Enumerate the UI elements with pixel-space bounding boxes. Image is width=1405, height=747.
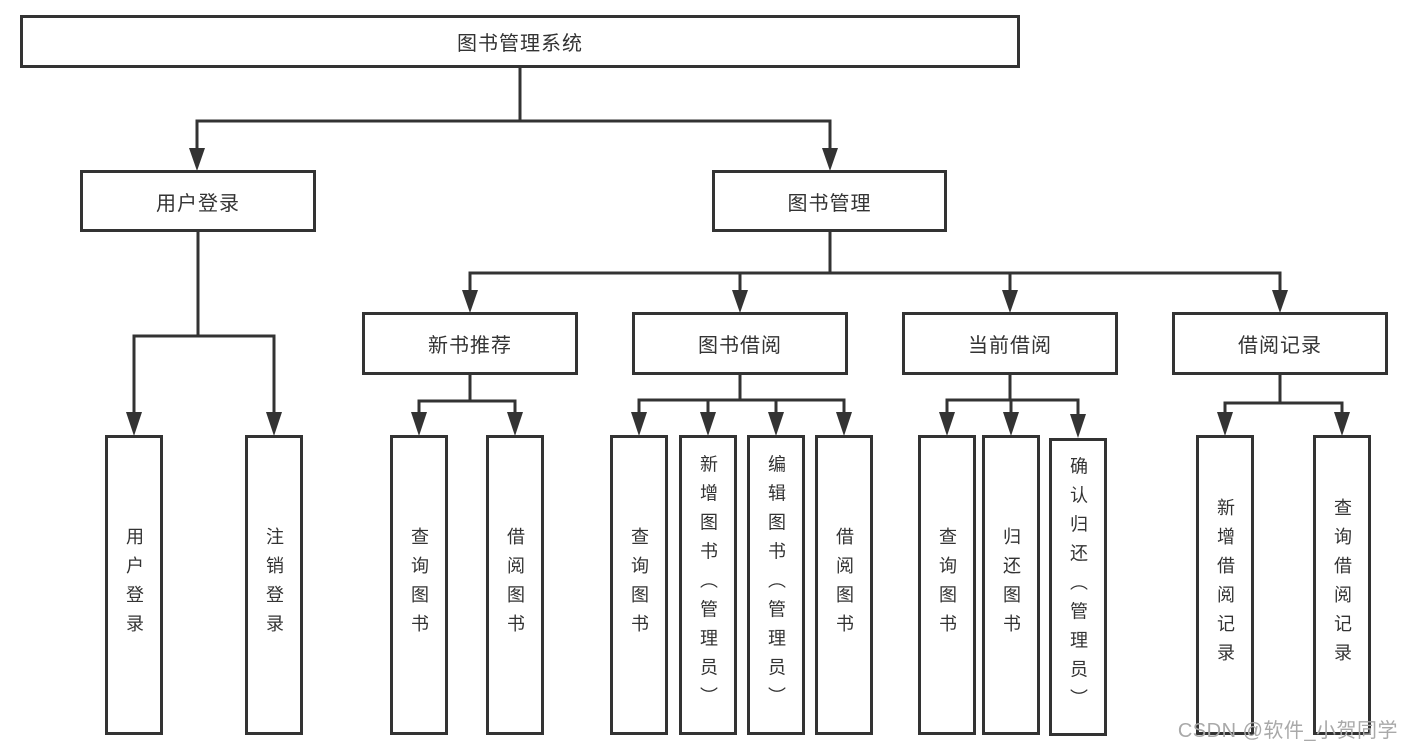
leaf-add-borrow-record: 新增借阅记录 <box>1196 435 1254 735</box>
node-new-book-recommend: 新书推荐 <box>362 312 578 375</box>
leaf-query-borrow-record-label: 查询借阅记录 <box>1332 498 1352 672</box>
node-book-borrowing-label: 图书借阅 <box>698 335 782 357</box>
node-borrowing-records-label: 借阅记录 <box>1238 335 1322 357</box>
node-library-system: 图书管理系统 <box>20 15 1020 68</box>
leaf-logout: 注销登录 <box>245 435 303 735</box>
leaf-confirm-return-admin-label: 确认归还（管理员） <box>1068 456 1088 718</box>
leaf-recommend-borrow-book: 借阅图书 <box>486 435 544 735</box>
leaf-current-query-book: 查询图书 <box>918 435 976 735</box>
leaf-logout-label: 注销登录 <box>264 527 284 643</box>
leaf-user-login-label: 用户登录 <box>124 527 144 643</box>
leaf-add-book-admin-label: 新增图书（管理员） <box>698 454 718 716</box>
node-borrowing-records: 借阅记录 <box>1172 312 1388 375</box>
leaf-edit-book-admin-label: 编辑图书（管理员） <box>766 454 786 716</box>
leaf-recommend-query-book-label: 查询图书 <box>409 527 429 643</box>
node-current-borrowing: 当前借阅 <box>902 312 1118 375</box>
leaf-borrowing-borrow-book: 借阅图书 <box>815 435 873 735</box>
leaf-borrowing-borrow-book-label: 借阅图书 <box>834 527 854 643</box>
node-user-login-label: 用户登录 <box>156 192 240 215</box>
leaf-recommend-query-book: 查询图书 <box>390 435 448 735</box>
leaf-confirm-return-admin: 确认归还（管理员） <box>1049 438 1107 736</box>
leaf-user-login: 用户登录 <box>105 435 163 735</box>
node-user-login: 用户登录 <box>80 170 316 232</box>
leaf-edit-book-admin: 编辑图书（管理员） <box>747 435 805 735</box>
node-new-book-recommend-label: 新书推荐 <box>428 335 512 357</box>
node-current-borrowing-label: 当前借阅 <box>968 335 1052 357</box>
leaf-recommend-borrow-book-label: 借阅图书 <box>505 527 525 643</box>
leaf-add-borrow-record-label: 新增借阅记录 <box>1215 498 1235 672</box>
leaf-return-book: 归还图书 <box>982 435 1040 735</box>
leaf-return-book-label: 归还图书 <box>1001 527 1021 643</box>
node-book-borrowing: 图书借阅 <box>632 312 848 375</box>
node-book-management: 图书管理 <box>712 170 947 232</box>
node-book-management-label: 图书管理 <box>787 192 872 215</box>
leaf-query-borrow-record: 查询借阅记录 <box>1313 435 1371 735</box>
leaf-borrowing-query-book-label: 查询图书 <box>629 527 649 643</box>
leaf-add-book-admin: 新增图书（管理员） <box>679 435 737 735</box>
leaf-borrowing-query-book: 查询图书 <box>610 435 668 735</box>
node-library-system-label: 图书管理系统 <box>457 33 583 55</box>
csdn-watermark: CSDN @软件_小贺同学 <box>1177 720 1398 742</box>
leaf-current-query-book-label: 查询图书 <box>937 527 957 643</box>
